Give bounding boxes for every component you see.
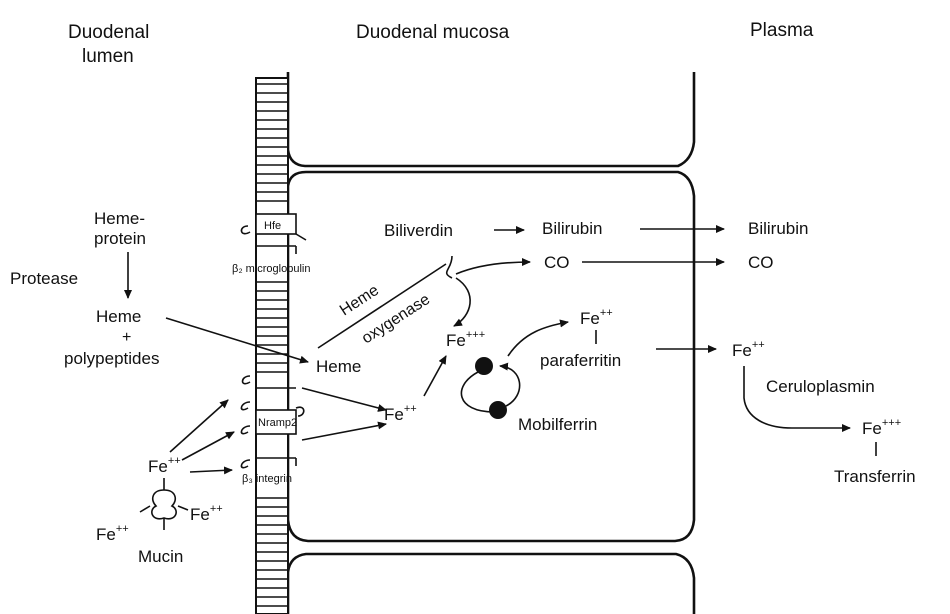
label-fe2-mucosa: Fe++ <box>384 403 417 424</box>
label-fe3-plasma: Fe+++ <box>862 417 901 438</box>
label-b3-integrin: β₃ integrin <box>242 473 292 485</box>
label-b2-microglobulin: β₂ microglobulin <box>232 263 310 275</box>
label-fe2-plasma: Fe++ <box>732 339 765 360</box>
arrow-fe2-to-integrin <box>190 470 232 472</box>
label-polypeptides: polypeptides <box>64 349 159 368</box>
arrow-to-co <box>456 262 530 274</box>
label-co-mucosa: CO <box>544 253 570 272</box>
header-plasma: Plasma <box>750 20 814 41</box>
label-fe2-lumen: Fe++ <box>148 455 181 476</box>
label-fe2-left: Fe++ <box>96 523 129 544</box>
header-mucosa: Duodenal mucosa <box>356 22 510 43</box>
label-paraferritin: paraferritin <box>540 351 621 370</box>
label-mucin: Mucin <box>138 547 183 566</box>
label-ceruloplasmin: Ceruloplasmin <box>766 377 875 396</box>
label-hemeprotein-line1: Heme- <box>94 209 145 228</box>
mobilferrin-cycle <box>461 357 519 419</box>
arrow-fe2-to-nramp2-upper <box>170 400 228 452</box>
mucin-molecule <box>140 478 188 530</box>
label-heme-lumen: Heme <box>96 307 141 326</box>
label-nramp2: Nramp2 <box>258 417 297 429</box>
label-fe2-paraferritin: Fe++ <box>580 307 613 328</box>
label-bilirubin-mucosa: Bilirubin <box>542 219 602 238</box>
arrow-oxygenase-to-fe3 <box>454 278 470 326</box>
arrow-nramp2-to-fe2 <box>302 388 386 410</box>
arrow-integrin-to-fe2 <box>302 424 386 440</box>
label-heme-oxygenase-line1: Heme <box>337 282 382 320</box>
label-transferrin: Transferrin <box>834 467 916 486</box>
label-mobilferrin: Mobilferrin <box>518 415 597 434</box>
label-heme-mucosa: Heme <box>316 357 361 376</box>
label-plus: + <box>122 329 131 346</box>
label-hfe: Hfe <box>264 220 281 232</box>
label-fe3-mucosa: Fe+++ <box>446 329 485 350</box>
label-protease: Protease <box>10 269 78 288</box>
label-co-plasma: CO <box>748 253 774 272</box>
header-lumen-line1: Duodenal <box>68 22 149 43</box>
cell-outlines <box>288 72 694 614</box>
brush-border <box>256 78 288 614</box>
label-biliverdin: Biliverdin <box>384 221 453 240</box>
label-hemeprotein-line2: protein <box>94 229 146 248</box>
arrow-fe2-to-fe3-plasma <box>744 366 850 428</box>
arrow-fe2-to-nramp2-lower <box>182 432 234 460</box>
label-bilirubin-plasma: Bilirubin <box>748 219 808 238</box>
bracket-split <box>447 256 452 278</box>
arrow-fe2-to-fe3 <box>424 356 446 396</box>
label-fe2-right: Fe++ <box>190 503 223 524</box>
header-lumen-line2: lumen <box>82 46 134 67</box>
